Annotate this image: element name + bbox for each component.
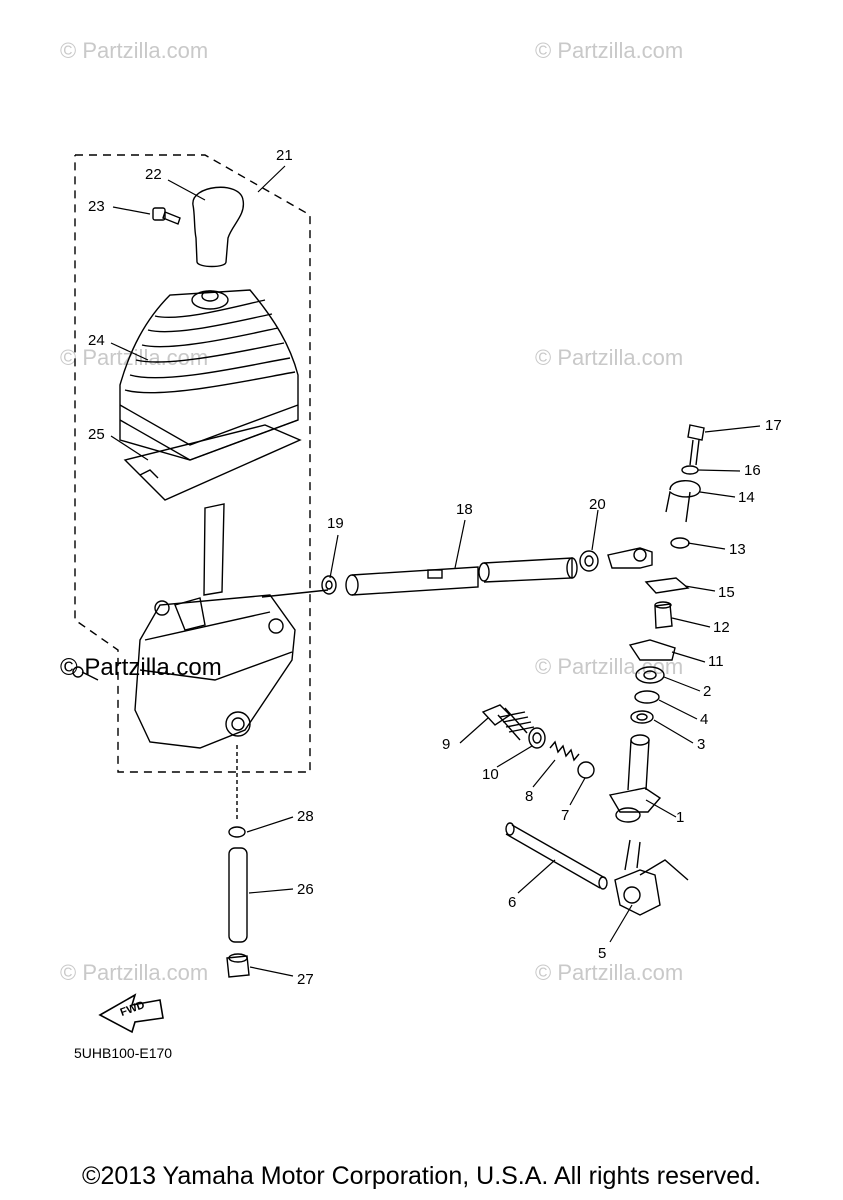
gasket-hole: [532, 732, 542, 744]
callout-27: 27: [297, 971, 314, 988]
nut-hole: [584, 555, 594, 567]
callout-10: 10: [482, 766, 499, 783]
callout-3: 3: [697, 736, 706, 753]
cap-part: [226, 955, 250, 978]
plug-part: [481, 704, 535, 741]
callout-22: 22: [145, 166, 162, 183]
callout-26: 26: [297, 881, 314, 898]
gasket-part: [528, 727, 546, 749]
screw-part: [152, 207, 181, 225]
callout-6: 6: [508, 894, 517, 911]
callout-8: 8: [525, 788, 534, 805]
callout-16: 16: [744, 462, 761, 479]
watermark: © Partzilla.com: [535, 38, 684, 63]
callout-20: 20: [589, 496, 606, 513]
watermark: © Partzilla.com: [535, 654, 684, 679]
washer-part: [670, 537, 690, 549]
bolt-part: [687, 424, 705, 466]
ball-part: [577, 761, 595, 779]
callout-18: 18: [456, 501, 473, 518]
callout-28: 28: [297, 808, 314, 825]
watermark: © Partzilla.com: [60, 38, 209, 63]
collar-hole: [325, 580, 333, 590]
callout-11: 11: [708, 653, 724, 670]
cap-top: [228, 953, 248, 963]
collar-part: [321, 575, 337, 595]
oring-part: [228, 826, 246, 838]
link-line: [261, 589, 329, 598]
callout-24: 24: [88, 332, 105, 349]
seal-part: [635, 666, 665, 684]
circlip-part: [634, 690, 660, 704]
callout-4: 4: [700, 711, 709, 728]
callout-19: 19: [327, 515, 344, 532]
callout-23: 23: [88, 198, 105, 215]
watermark: © Partzilla.com: [60, 654, 222, 681]
spring-part: [549, 740, 580, 762]
copyright-notice: ©2013 Yamaha Motor Corporation, U.S.A. A…: [82, 1162, 761, 1190]
callout-1: 1: [676, 809, 685, 826]
callout-25: 25: [88, 426, 105, 443]
washer-part: [630, 710, 654, 724]
assembly-boundary: [74, 154, 311, 773]
lever-arm-part: [644, 577, 690, 594]
shaft-part: [345, 557, 578, 596]
shifter-housing: [134, 594, 296, 749]
nut-part: [579, 550, 599, 572]
connector-part: [607, 547, 653, 569]
connector-eye: [633, 548, 647, 562]
watermark: © Partzilla.com: [60, 960, 209, 985]
lever-shaft: [203, 503, 225, 596]
boot-part: [119, 289, 299, 461]
stopper-part: [628, 639, 676, 661]
knob-part: [192, 186, 245, 268]
plate-part: [123, 424, 302, 501]
pin-part: [228, 847, 248, 943]
callout-9: 9: [442, 736, 451, 753]
plate-clip: [139, 469, 159, 479]
shift-shaft-part: [608, 734, 662, 823]
watermark: © Partzilla.com: [60, 345, 209, 370]
callout-17: 17: [765, 417, 782, 434]
callout-14: 14: [738, 489, 755, 506]
rod-part: [505, 822, 608, 890]
clip-part: [665, 480, 701, 523]
watermark: © Partzilla.com: [535, 345, 684, 370]
diagram-code: 5UHB100-E170: [74, 1045, 173, 1061]
fwd-arrow-icon: [98, 993, 164, 1034]
callout-15: 15: [718, 584, 735, 601]
watermark: © Partzilla.com: [535, 960, 684, 985]
fork-part: [614, 839, 689, 916]
washer-hole: [636, 713, 648, 721]
collar-part: [654, 603, 673, 629]
callout-5: 5: [598, 945, 607, 962]
leader-lines: [110, 165, 761, 977]
callout-2: 2: [703, 683, 712, 700]
callout-12: 12: [713, 619, 730, 636]
collar-top: [654, 601, 672, 609]
callout-13: 13: [729, 541, 746, 558]
callout-21: 21: [276, 147, 293, 164]
washer-part: [681, 465, 699, 475]
callout-7: 7: [561, 807, 570, 824]
housing-bolt: [72, 666, 99, 681]
seal-hole: [643, 670, 657, 680]
